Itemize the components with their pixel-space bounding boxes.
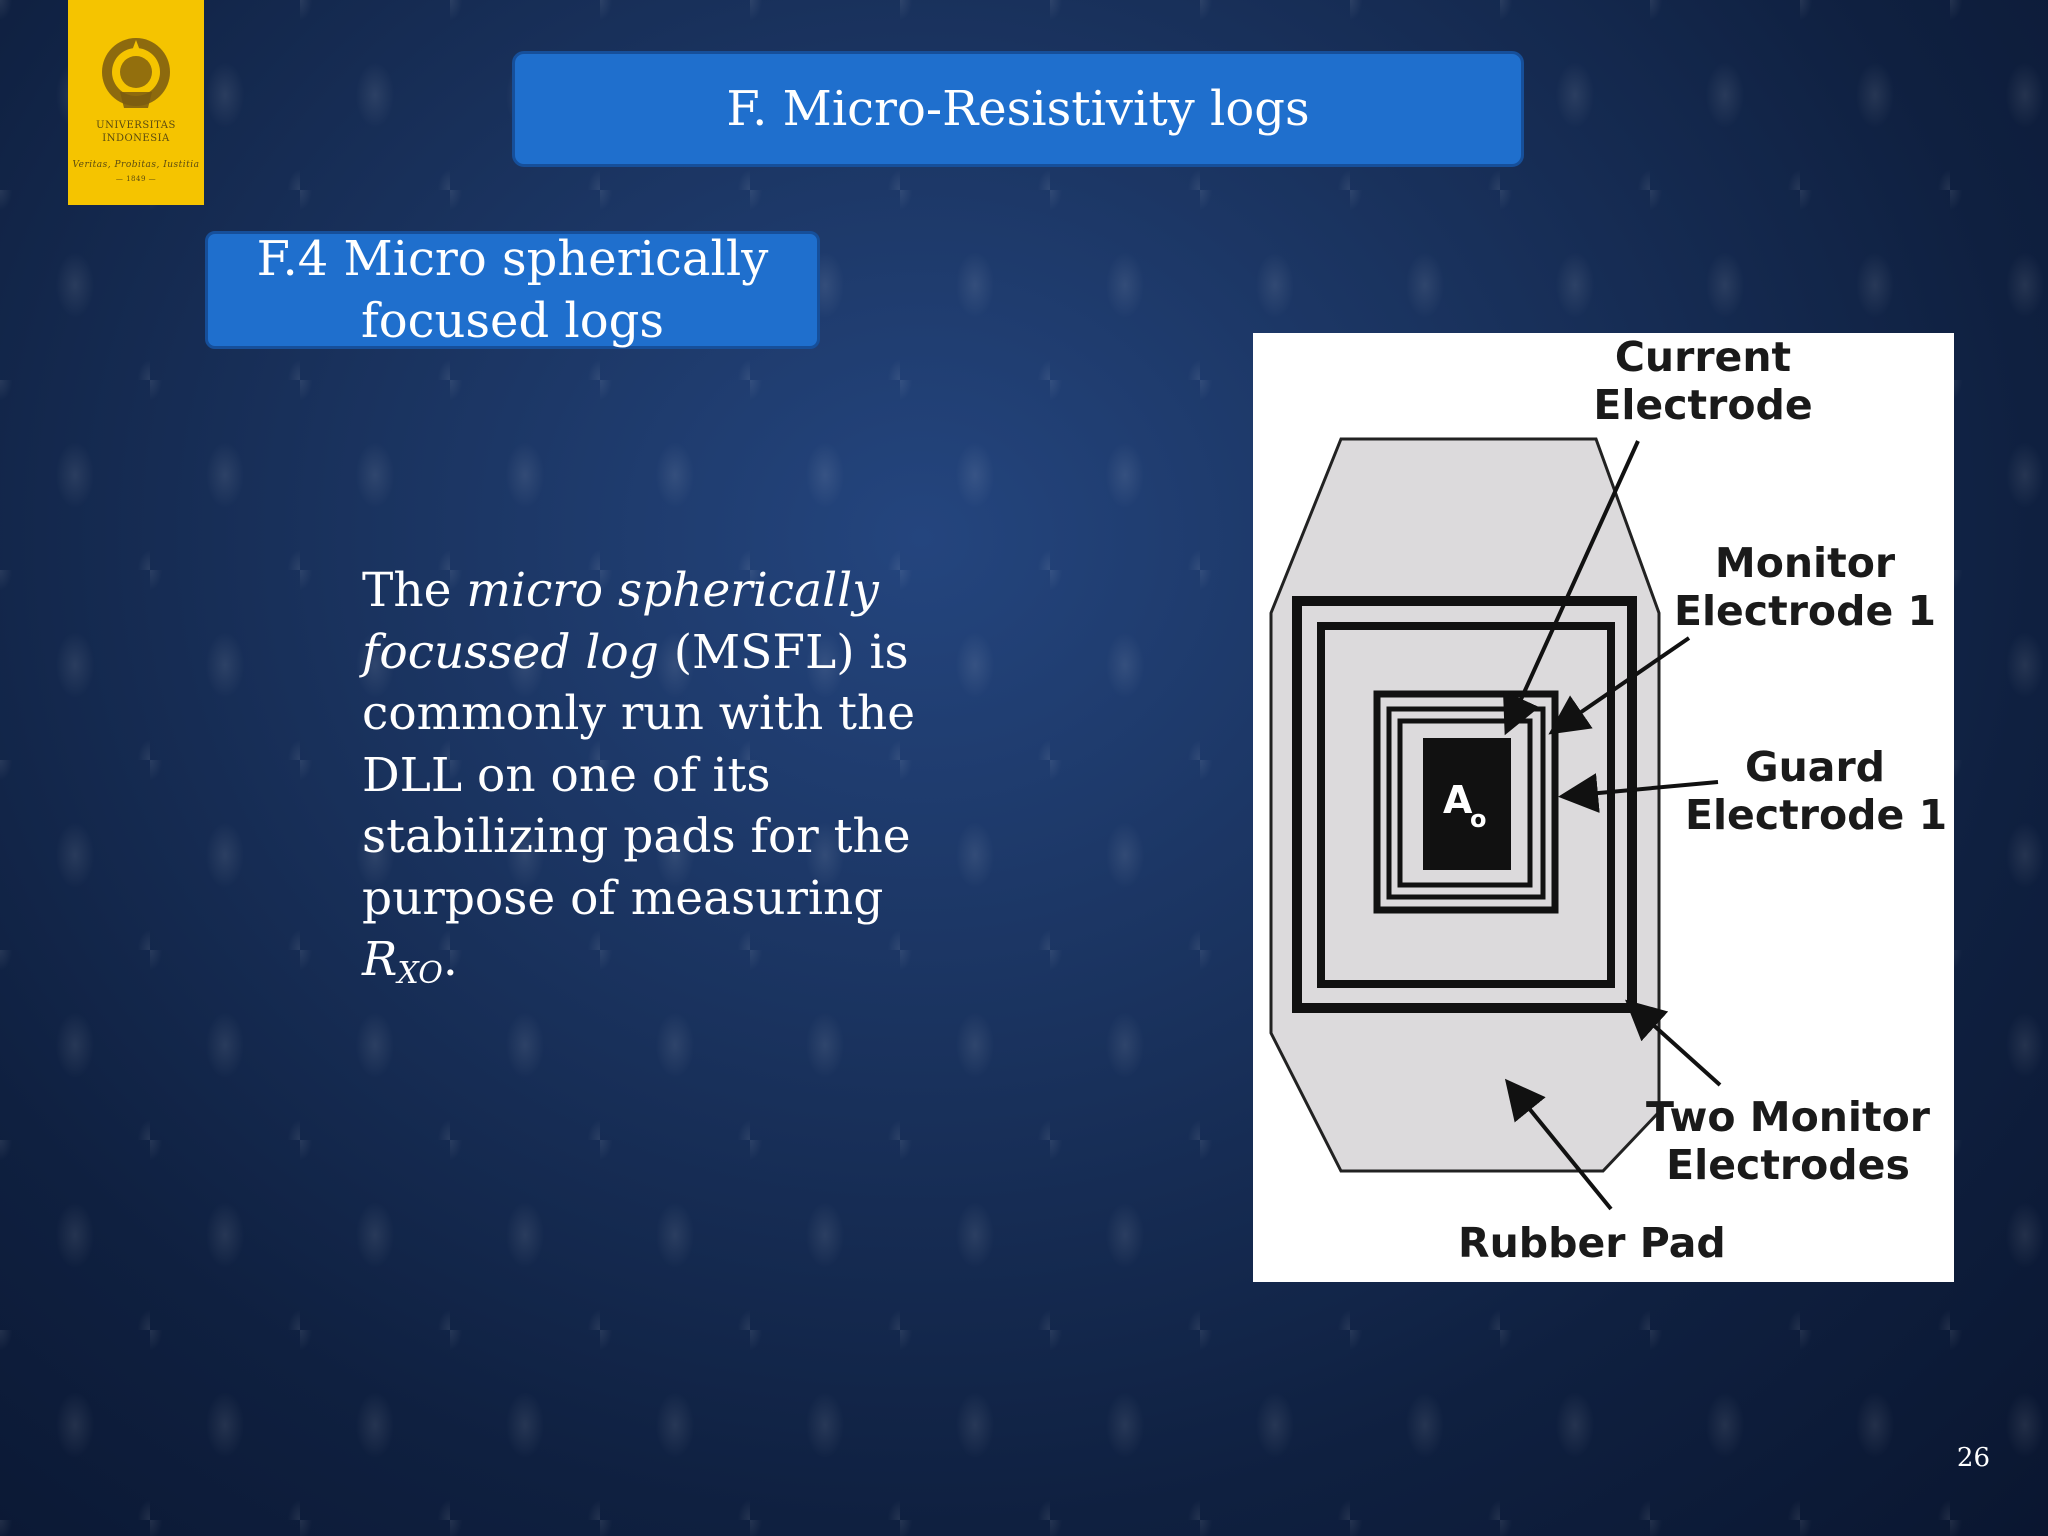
label-current-electrode-line-2: Electrode [1593,381,1813,429]
label-guard-electrode-1-line-1: Guard [1744,743,1886,791]
label-rubber-pad-text: Rubber Pad [1458,1219,1726,1267]
slide-title-box: F. Micro-Resistivity logs [512,51,1524,167]
body-text-2: (MSFL) is commonly run with the DLL on o… [362,624,916,926]
monitor-electrode-outer [1292,596,1637,1013]
label-two-monitor-electrodes: Two Monitor Electrodes [1638,1093,1938,1189]
monitor-electrode-inner [1317,622,1615,988]
label-monitor-electrode-1-line-1: Monitor [1714,539,1896,587]
page-number: 26 [1956,1443,1990,1473]
label-guard-electrode-1: Guard Electrode 1 [1685,743,1948,839]
label-current-electrode-line-1: Current [1614,333,1792,381]
logo-text-indonesia: INDONESIA [102,133,170,144]
guard-electrode-arrow [1558,773,1719,813]
current-electrode [1397,718,1533,888]
msfl-pad-drawing: A o [1269,437,1722,1211]
monitor-electrode-1-arrow [1548,636,1691,735]
guard-electrode [1373,690,1559,914]
label-monitor-electrode-1: Monitor Electrode 1 [1665,539,1945,635]
body-text-1: The [362,563,467,618]
makara-emblem-icon [102,38,170,108]
ao-electrode [1423,738,1511,870]
label-current-electrode: Current Electrode [1583,333,1823,429]
label-rubber-pad: Rubber Pad [1458,1219,1726,1267]
logo-text-year: — 1849 — [115,175,157,183]
ao-label: A [1443,778,1473,822]
body-paragraph: The micro spherically focussed log (MSFL… [362,560,962,1005]
slide-subtitle: F.4 Micro spherically focused logs [257,228,769,352]
msfl-pad-diagram: A o Current Electrode Monitor Electrode … [1253,333,1954,1282]
label-monitor-electrode-1-line-2: Electrode 1 [1673,587,1937,635]
body-text-period: . [442,932,458,987]
logo-text-universitas: UNIVERSITAS [96,120,176,131]
monitor-electrode-1 [1386,706,1546,900]
body-text-rxo-subscript: XO [397,956,443,991]
slide-title: F. Micro-Resistivity logs [726,81,1310,137]
body-text-rxo: R [362,932,398,987]
two-monitor-arrow [1625,999,1722,1087]
slide-subtitle-box: F.4 Micro spherically focused logs [205,231,820,349]
rubber-pad-arrow [1504,1078,1613,1211]
subtitle-line-2: focused logs [360,293,665,349]
ao-subscript: o [1470,805,1487,833]
subtitle-line-1: F.4 Micro spherically [256,231,769,287]
label-guard-electrode-1-line-2: Electrode 1 [1685,791,1948,839]
current-electrode-arrow [1502,440,1640,736]
university-logo: UNIVERSITAS INDONESIA Veritas, Probitas,… [68,0,204,205]
label-two-monitor-line-1: Two Monitor [1646,1093,1930,1141]
logo-text-motto: Veritas, Probitas, Iustitia [72,160,200,170]
body-text-italic-term: micro spherically focussed log [362,563,879,680]
label-two-monitor-line-2: Electrodes [1666,1141,1910,1189]
